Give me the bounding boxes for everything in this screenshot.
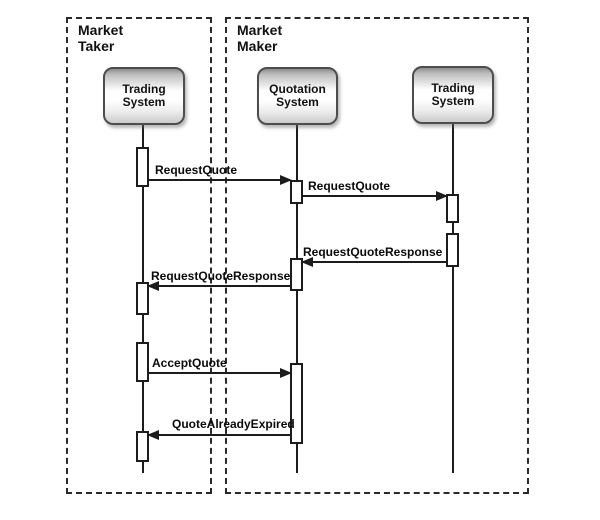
message-label: RequestQuoteResponse bbox=[303, 245, 443, 259]
activation-bar bbox=[446, 194, 459, 223]
lifeline-head-label: Trading System bbox=[122, 81, 166, 109]
message-arrow-request-quote-response-1 bbox=[303, 261, 446, 263]
message-label: RequestQuote bbox=[308, 179, 391, 193]
message-arrow-quote-already-expired bbox=[149, 434, 290, 436]
message-arrow-request-quote-1 bbox=[149, 179, 290, 181]
frame-label: Market Maker bbox=[237, 22, 283, 55]
message-label: QuoteAlreadyExpired bbox=[172, 417, 295, 431]
message-arrow-request-quote-2 bbox=[303, 195, 446, 197]
lifeline-head-market-maker-trading-system: Trading System bbox=[412, 66, 494, 124]
activation-bar bbox=[290, 258, 303, 291]
activation-bar bbox=[136, 282, 149, 315]
message-arrow-request-quote-response-2 bbox=[149, 285, 290, 287]
lifeline-head-label: Trading System bbox=[431, 80, 475, 108]
frame-label: Market Taker bbox=[78, 22, 124, 55]
activation-bar bbox=[290, 363, 303, 444]
message-label: RequestQuoteResponse bbox=[151, 269, 291, 283]
activation-bar bbox=[136, 147, 149, 187]
activation-bar bbox=[136, 431, 149, 462]
lifeline-head-quotation-system: Quotation System bbox=[257, 67, 338, 125]
message-label: RequestQuote bbox=[155, 163, 238, 177]
frame-market-maker: Market Maker bbox=[225, 17, 529, 494]
lifeline-quotation-system bbox=[296, 124, 298, 473]
message-arrow-accept-quote bbox=[149, 372, 290, 374]
activation-bar bbox=[136, 342, 149, 382]
message-label: AcceptQuote bbox=[152, 356, 227, 370]
activation-bar bbox=[290, 180, 303, 204]
lifeline-head-label: Quotation System bbox=[269, 81, 326, 109]
lifeline-market-maker-trading-system bbox=[452, 123, 454, 473]
frame-market-taker: Market Taker bbox=[66, 17, 212, 494]
lifeline-head-market-taker-trading-system: Trading System bbox=[103, 67, 185, 125]
activation-bar bbox=[446, 233, 459, 267]
